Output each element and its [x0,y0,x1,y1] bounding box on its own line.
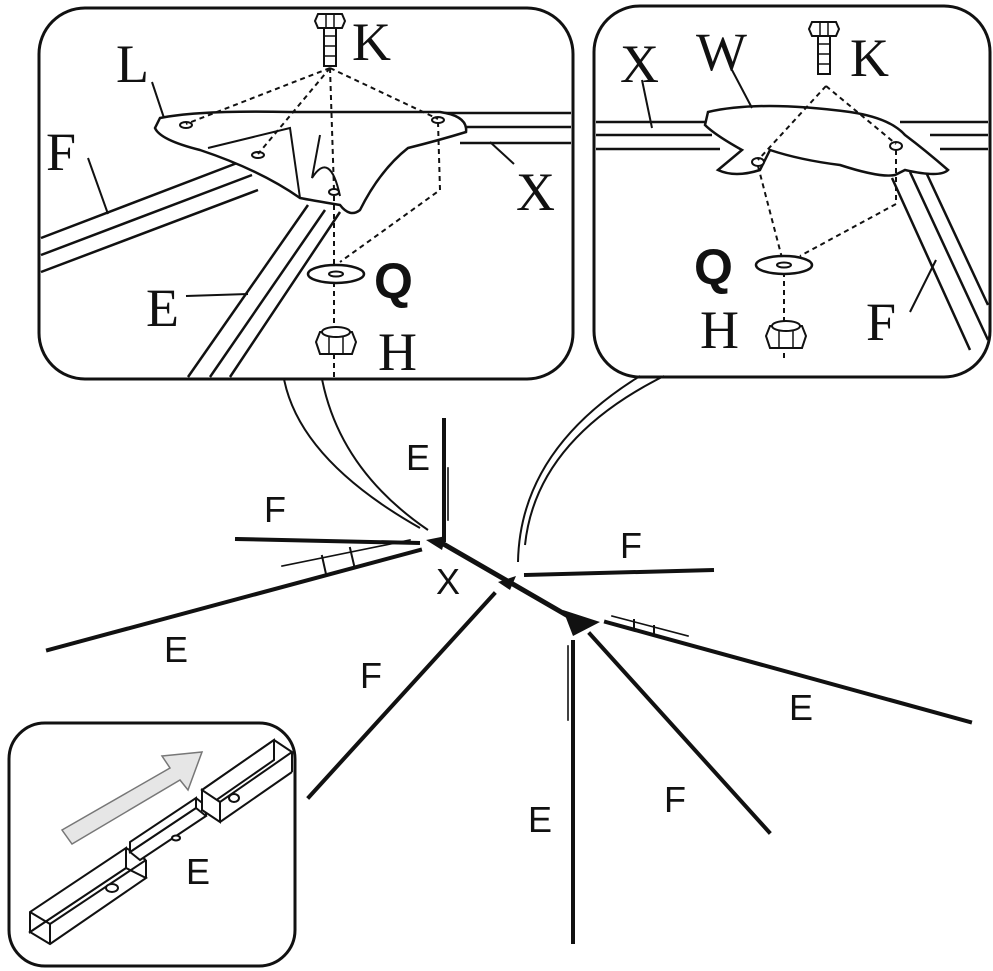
tube-x-left-detail [440,111,571,145]
label-f-upper-left: F [264,489,286,530]
tube-f-upper-left [234,536,421,546]
bracket-l [153,110,468,215]
insert-direction-arrow [60,751,204,845]
washer-q-left [306,263,366,285]
tube-e-left [45,547,423,653]
label-f-lower-right: F [664,779,686,820]
label-w: W [696,22,747,82]
tube-f-left-detail [40,158,259,274]
bracket-w [703,104,950,177]
label-x-right-detail: X [620,34,659,94]
label-h-left: H [378,322,417,382]
label-e-left-detail: E [146,278,179,338]
label-x-main: X [436,561,460,602]
main-assembly [45,418,973,944]
label-f-mid-left: F [360,655,382,696]
washer-q-right [754,254,814,276]
tube-e-right [603,619,973,725]
nut-h-left [315,326,357,355]
label-q-left: Q [374,253,413,309]
tube-f-upper-right [523,567,715,578]
callout-tails [283,375,665,563]
label-e-inset: E [186,851,210,892]
detail-panel-right: X W K Q H F [592,4,992,379]
label-e-top: E [406,437,430,478]
label-h-right: H [700,300,739,360]
label-e-left: E [164,629,188,670]
detail-panel-left: L K F X E Q H [37,6,575,382]
label-f-right-detail: F [866,292,896,352]
bracket-marker [563,610,600,636]
label-k-right: K [850,28,889,88]
tube-x-right-detail [596,120,988,151]
label-x-left-detail: X [516,162,555,222]
label-f-upper-right: F [620,525,642,566]
nut-h-right [765,320,807,349]
tube-e-left-detail [186,204,342,378]
label-l: L [116,34,149,94]
tube-upper-inset [200,738,294,824]
tube-f-lower-right [587,631,772,835]
label-e-right: E [789,687,813,728]
label-q-right: Q [694,239,733,295]
tube-f-right-detail [890,169,990,351]
label-e-bottom: E [528,799,552,840]
inset-panel: E [7,721,297,968]
main-labels: E F X E F F E E F [164,437,813,840]
tube-f-mid-left [306,591,497,800]
label-f-left-detail: F [46,122,76,182]
label-k-left: K [352,12,391,72]
